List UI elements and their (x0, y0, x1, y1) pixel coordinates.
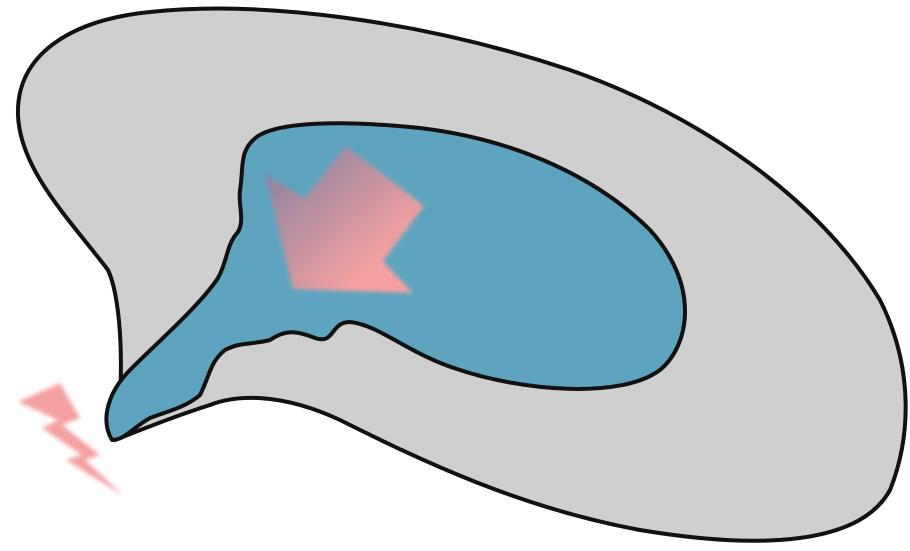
diagram-canvas (0, 0, 910, 551)
diagram (0, 0, 910, 551)
